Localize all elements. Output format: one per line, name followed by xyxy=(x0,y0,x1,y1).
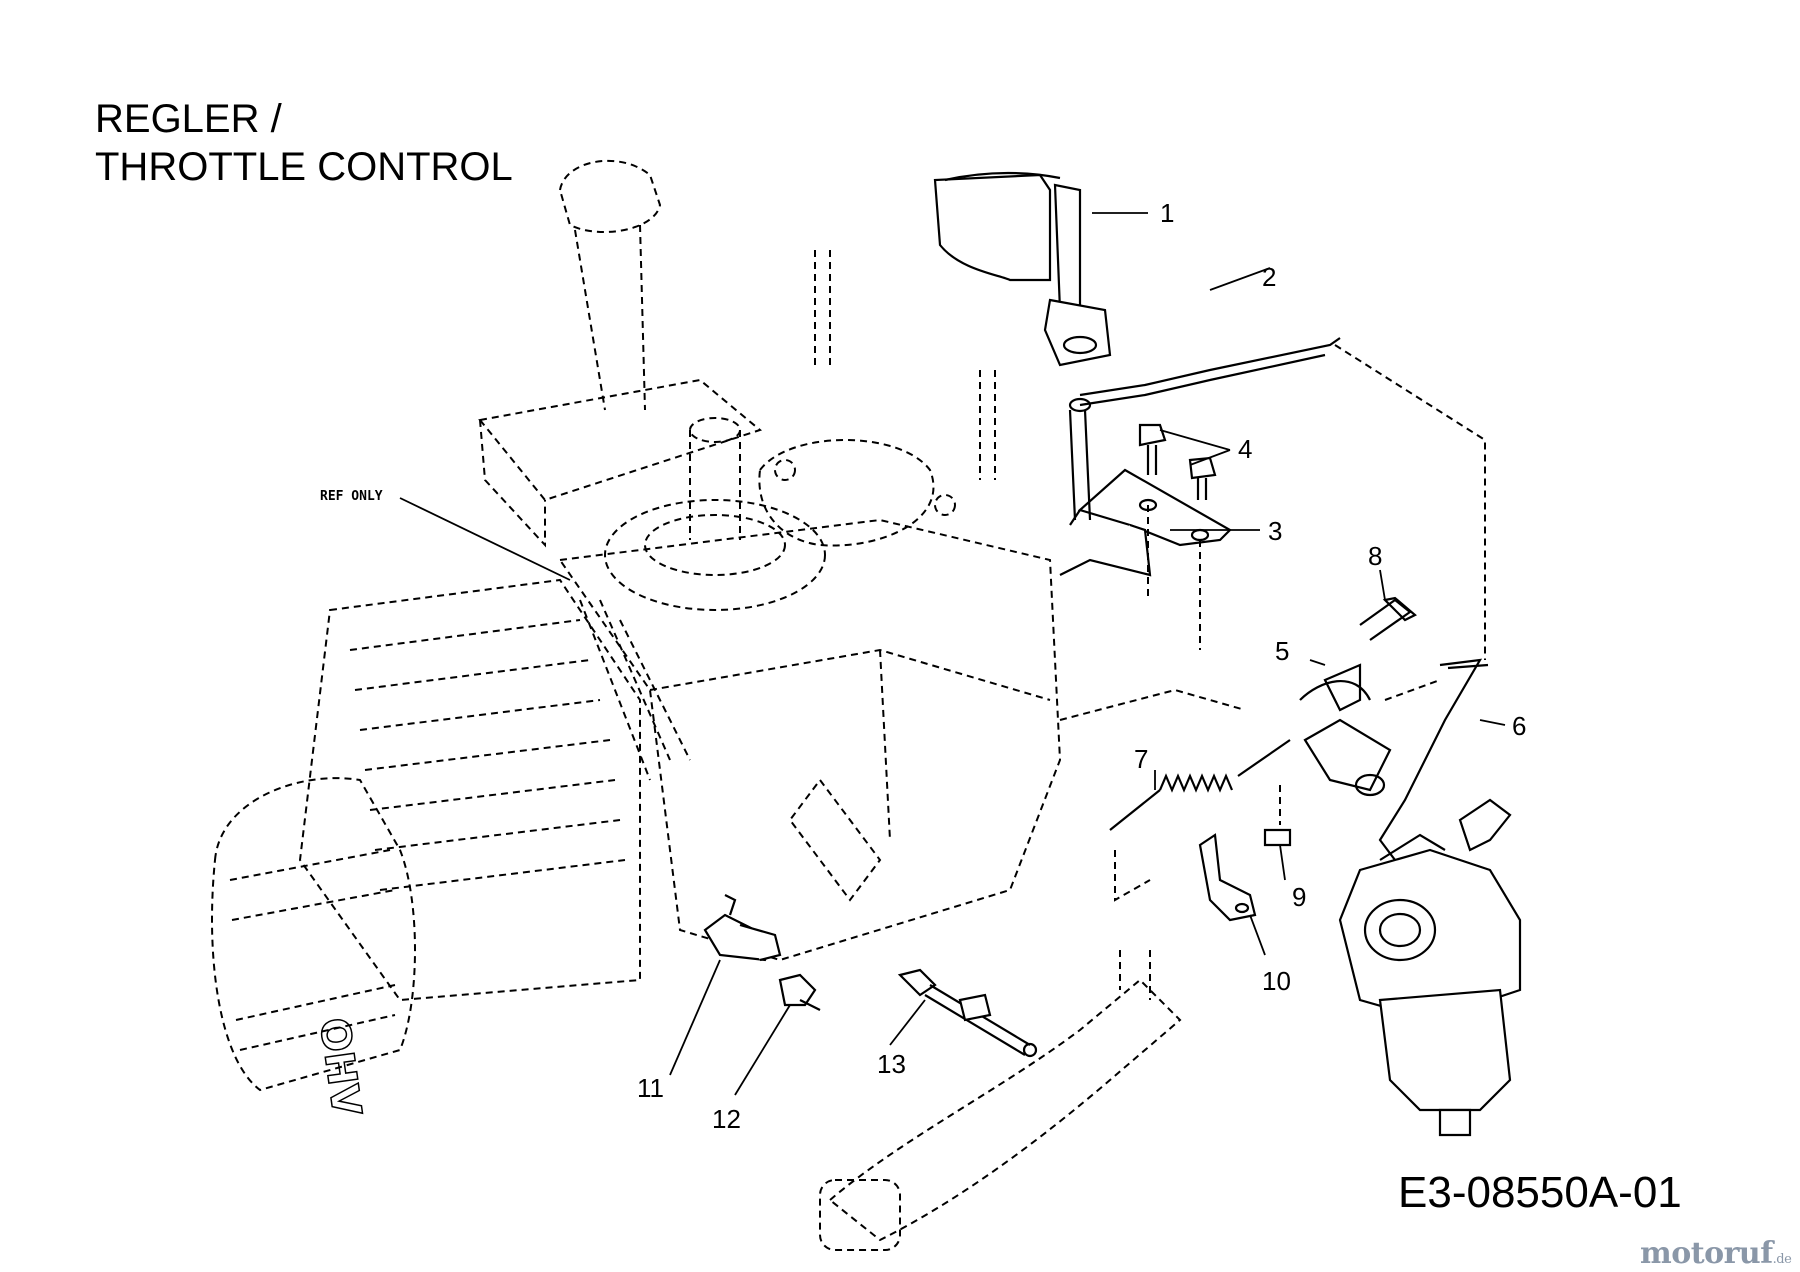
engine-block xyxy=(211,159,1182,1251)
part-9-bushing xyxy=(1263,785,1292,847)
part-11-bracket xyxy=(703,894,782,962)
watermark-tld: .de xyxy=(1772,1252,1792,1267)
part-6-governor-link xyxy=(1378,658,1489,861)
part-12-screw xyxy=(778,973,821,1011)
callout-leaders xyxy=(669,212,1506,1096)
title-line-2: THROTTLE CONTROL xyxy=(95,145,513,189)
callout-8: 8 xyxy=(1368,541,1382,571)
part-1-control-bracket xyxy=(933,171,1112,367)
callout-5: 5 xyxy=(1275,636,1289,666)
callout-1: 1 xyxy=(1160,198,1174,228)
ohv-badge: OHV xyxy=(310,1015,369,1119)
callout-numbers: 1 2 3 4 5 6 7 8 9 10 11 12 13 xyxy=(637,198,1526,1134)
callout-6: 6 xyxy=(1512,711,1526,741)
watermark: motoruf.de xyxy=(1640,1236,1792,1271)
title-line-1: REGLER / xyxy=(95,97,282,141)
part-5-governor-lever xyxy=(1299,663,1392,797)
callout-12: 12 xyxy=(712,1104,741,1134)
callout-11: 11 xyxy=(637,1073,664,1103)
ref-only-label: REF ONLY xyxy=(320,489,383,504)
document-number: E3-08550A-01 xyxy=(1398,1168,1682,1217)
part-8-pin xyxy=(1359,596,1417,641)
part-7-spring xyxy=(1059,688,1291,902)
part-13-threaded-rod xyxy=(897,968,1038,1058)
callout-7: 7 xyxy=(1134,744,1148,774)
carburetor xyxy=(1338,798,1522,1137)
callout-2: 2 xyxy=(1262,262,1276,292)
diagram-title: REGLER / THROTTLE CONTROL xyxy=(95,95,513,191)
part-10-clip xyxy=(1198,833,1257,922)
callout-4: 4 xyxy=(1238,434,1252,464)
part-3-mounting-plate xyxy=(1059,397,1232,577)
callout-10: 10 xyxy=(1262,966,1291,996)
callout-3: 3 xyxy=(1268,516,1282,546)
part-2-throttle-link xyxy=(1079,337,1486,660)
callout-9: 9 xyxy=(1292,882,1306,912)
callout-13: 13 xyxy=(877,1049,906,1079)
watermark-brand: motoruf xyxy=(1640,1236,1773,1271)
